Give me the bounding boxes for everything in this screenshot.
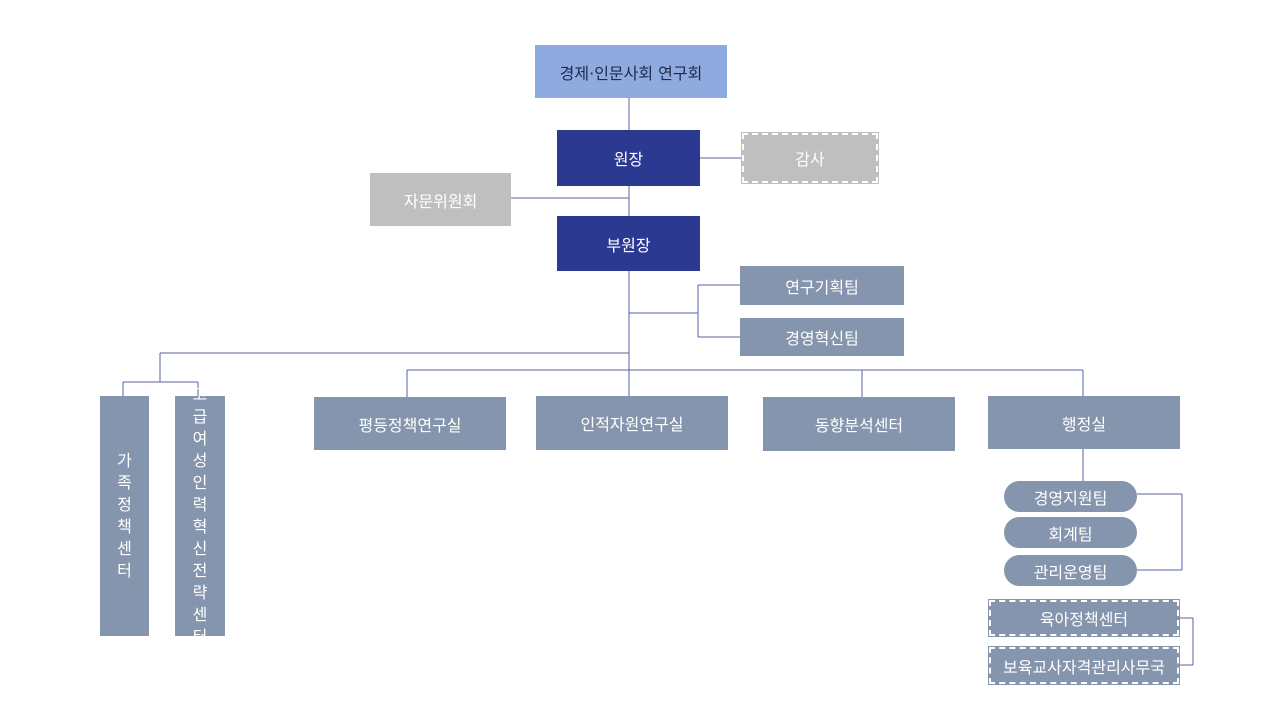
childcare-teacher-qualification-office-box: 보육교사자격관리사무국	[988, 646, 1180, 685]
vertical-label-char: 족	[117, 473, 132, 492]
management-support-team-label: 경영지원팀	[1033, 488, 1108, 508]
childcare-policy-center-label: 육아정책센터	[1039, 610, 1129, 629]
advisory-committee-box: 자문위원회	[370, 173, 511, 226]
president-box: 원장	[557, 130, 700, 186]
vertical-label-char: 성	[192, 451, 208, 470]
trend-analysis-center-box: 동향분석센터	[763, 397, 955, 451]
management-innovation-team-label: 경영혁신팀	[785, 329, 859, 348]
human-resources-division-box: 인적자원연구실	[536, 396, 728, 450]
advisory-committee-label: 자문위원회	[403, 191, 478, 211]
facility-operations-team-box: 관리운영팀	[1004, 555, 1137, 586]
vertical-label-char: 략	[192, 583, 208, 602]
management-innovation-team-box: 경영혁신팀	[740, 318, 904, 356]
vice-president-label: 부원장	[606, 235, 651, 255]
equality-policy-division-label: 평등정책연구실	[358, 415, 462, 435]
council-label: 경제·인문사회 연구회	[559, 63, 703, 83]
vertical-label-char: 터	[117, 561, 132, 580]
women-talent-strategy-center-box: 고급여성인력혁신전략센터고급여성인력혁신전략센터	[175, 385, 225, 646]
vertical-label-char: 인	[192, 473, 208, 492]
vertical-label-char: 력	[192, 495, 208, 514]
audit-box: 감사	[741, 132, 879, 184]
vertical-label-char: 센	[192, 605, 208, 624]
childcare-teacher-qualification-office-label: 보육교사자격관리사무국	[1003, 657, 1165, 677]
facility-operations-team-label: 관리운영팀	[1033, 562, 1108, 582]
vertical-label-char: 터	[192, 627, 208, 646]
human-resources-division-label: 인적자원연구실	[580, 415, 684, 434]
president-label: 원장	[613, 150, 644, 169]
vertical-label-char: 전	[192, 561, 208, 580]
accounting-team-label: 회계팀	[1048, 524, 1093, 544]
equality-policy-division-box: 평등정책연구실	[314, 397, 506, 450]
council-box: 경제·인문사회 연구회	[535, 45, 727, 98]
vertical-label-char: 혁	[192, 517, 208, 536]
research-planning-team-label: 연구기획팀	[785, 277, 859, 297]
trend-analysis-center-label: 동향분석센터	[814, 416, 904, 435]
accounting-team-box: 회계팀	[1004, 517, 1137, 548]
vertical-label-char: 센	[117, 539, 132, 558]
childcare-policy-center-box: 육아정책센터	[988, 599, 1180, 637]
vertical-label-char: 정	[117, 495, 132, 514]
vertical-label-char: 신	[192, 539, 208, 558]
vertical-label-char: 급	[192, 407, 208, 426]
vertical-label-char: 고	[192, 385, 208, 404]
vice-president-box: 부원장	[557, 216, 700, 271]
administration-office-box: 행정실	[988, 396, 1180, 449]
research-planning-team-box: 연구기획팀	[740, 266, 904, 305]
vertical-label-char: 책	[117, 517, 132, 536]
audit-label: 감사	[795, 150, 825, 169]
management-support-team-box: 경영지원팀	[1004, 481, 1137, 512]
family-policy-center-box: 가족정책센터가족정책센터	[100, 396, 149, 636]
vertical-label-char: 가	[117, 451, 132, 470]
vertical-label-char: 여	[192, 429, 208, 448]
administration-office-label: 행정실	[1061, 414, 1107, 434]
